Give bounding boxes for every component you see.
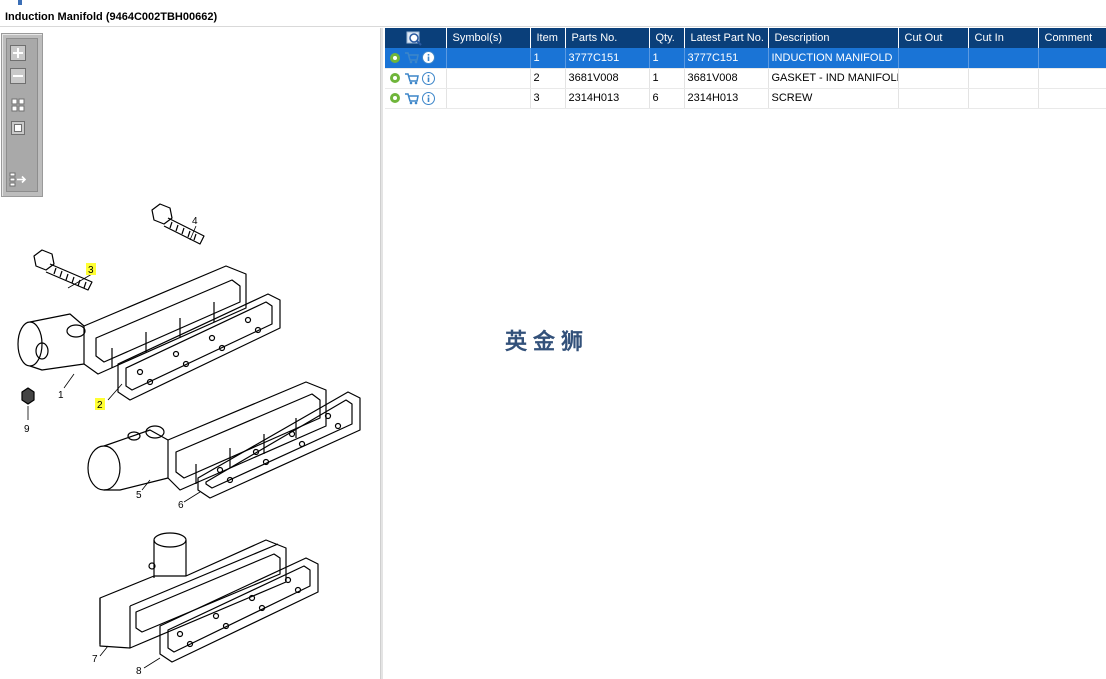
- cell-cut-in: [968, 68, 1039, 89]
- info-icon[interactable]: [422, 71, 435, 85]
- cell-comment: [1038, 48, 1106, 69]
- cell-cut-out: [898, 48, 969, 69]
- manifold-5[interactable]: [87, 381, 327, 491]
- cell-comment: [1038, 88, 1106, 109]
- diagram-panel: 4 3 1 2 9 5 6 7 8: [0, 28, 380, 679]
- col-symbols[interactable]: Symbol(s): [446, 28, 531, 48]
- cell-description: GASKET - IND MANIFOLD: [768, 68, 899, 89]
- cell-item: 1: [530, 48, 566, 69]
- fit-page-button[interactable]: [9, 96, 27, 114]
- cell-latest-part-no: 2314H013: [684, 88, 769, 109]
- cart-icon[interactable]: [404, 51, 419, 64]
- cell-latest-part-no: 3681V008: [684, 68, 769, 89]
- callout-1[interactable]: 1: [58, 390, 64, 401]
- header-search-cell[interactable]: [385, 28, 447, 48]
- info-icon[interactable]: [422, 91, 435, 105]
- window-title: Induction Manifold (9464C002TBH00662): [0, 8, 1106, 27]
- col-latest-part-no[interactable]: Latest Part No.: [684, 28, 769, 48]
- cell-symbols: [446, 68, 531, 89]
- row-icons-cell: [385, 68, 447, 89]
- cell-cut-in: [968, 48, 1039, 69]
- callout-9[interactable]: 9: [24, 424, 30, 435]
- minus-icon: [10, 68, 26, 84]
- cart-icon[interactable]: [404, 92, 419, 105]
- col-item[interactable]: Item: [530, 28, 566, 48]
- zoom-in-button[interactable]: [9, 44, 27, 62]
- cell-parts-no: 3777C151: [565, 48, 650, 69]
- callout-2[interactable]: 2: [97, 400, 103, 411]
- gear-icon[interactable]: [389, 52, 401, 64]
- exploded-parts-diagram[interactable]: 4 3 1 2 9 5 6 7 8: [0, 178, 380, 679]
- manifold-1[interactable]: [17, 265, 247, 375]
- watermark-text: 英金狮: [505, 330, 590, 355]
- gear-icon[interactable]: [389, 92, 401, 104]
- callout-2-highlight: [95, 398, 105, 410]
- callout-5[interactable]: 5: [136, 490, 142, 501]
- cell-symbols: [446, 88, 531, 109]
- cell-symbols: [446, 48, 531, 69]
- zoom-out-button[interactable]: [9, 67, 27, 85]
- cell-qty: 1: [649, 48, 685, 69]
- panel-splitter[interactable]: [380, 28, 383, 679]
- search-icon: [406, 31, 422, 46]
- grid-icon: [11, 98, 25, 112]
- col-qty[interactable]: Qty.: [649, 28, 685, 48]
- callout-3-highlight: [86, 263, 96, 275]
- parts-list-panel: Symbol(s) Item Parts No. Qty. Latest Par…: [383, 28, 1106, 679]
- callout-7[interactable]: 7: [92, 654, 98, 665]
- cell-parts-no: 3681V008: [565, 68, 650, 89]
- cell-item: 3: [530, 88, 566, 109]
- screw-4[interactable]: [151, 203, 205, 245]
- cell-cut-in: [968, 88, 1039, 109]
- col-cut-out[interactable]: Cut Out: [898, 28, 969, 48]
- callout-4[interactable]: 4: [192, 216, 198, 227]
- pin-icon: [18, 0, 22, 5]
- parts-table: Symbol(s) Item Parts No. Qty. Latest Par…: [385, 28, 1106, 109]
- cell-description: INDUCTION MANIFOLD: [768, 48, 899, 69]
- col-description[interactable]: Description: [768, 28, 899, 48]
- table-row[interactable]: 1 3777C151 1 3777C151 INDUCTION MANIFOLD: [385, 48, 1106, 69]
- gasket-6[interactable]: [197, 391, 361, 499]
- plus-icon: [10, 45, 26, 61]
- gear-icon[interactable]: [389, 72, 401, 84]
- screw-3[interactable]: [33, 249, 93, 291]
- manifold-7[interactable]: [99, 532, 287, 649]
- export-button[interactable]: [9, 170, 27, 188]
- table-row[interactable]: 2 3681V008 1 3681V008 GASKET - IND MANIF…: [385, 68, 1106, 89]
- info-icon[interactable]: [422, 51, 435, 65]
- top-strip: [0, 0, 1106, 8]
- cell-cut-out: [898, 68, 969, 89]
- gasket-2[interactable]: [117, 293, 281, 401]
- list-arrow-icon: [9, 172, 27, 187]
- actual-size-button[interactable]: [9, 119, 27, 137]
- callout-6[interactable]: 6: [178, 500, 184, 511]
- toolbar-inner: [6, 38, 38, 192]
- cell-description: SCREW: [768, 88, 899, 109]
- zoom-toolbar: [1, 33, 43, 197]
- cell-qty: 1: [649, 68, 685, 89]
- table-row[interactable]: 3 2314H013 6 2314H013 SCREW: [385, 88, 1106, 109]
- cell-latest-part-no: 3777C151: [684, 48, 769, 69]
- callout-8[interactable]: 8: [136, 666, 142, 677]
- callout-3[interactable]: 3: [88, 265, 94, 276]
- cart-icon[interactable]: [404, 72, 419, 85]
- nut-9[interactable]: [21, 387, 35, 405]
- cell-qty: 6: [649, 88, 685, 109]
- col-parts-no[interactable]: Parts No.: [565, 28, 650, 48]
- cell-parts-no: 2314H013: [565, 88, 650, 109]
- cell-item: 2: [530, 68, 566, 89]
- col-cut-in[interactable]: Cut In: [968, 28, 1039, 48]
- gasket-8[interactable]: [159, 557, 319, 663]
- cell-cut-out: [898, 88, 969, 109]
- cell-comment: [1038, 68, 1106, 89]
- square-icon: [11, 121, 25, 135]
- col-comment[interactable]: Comment: [1038, 28, 1106, 48]
- row-icons-cell: [385, 48, 447, 69]
- row-icons-cell: [385, 88, 447, 109]
- table-header-row: Symbol(s) Item Parts No. Qty. Latest Par…: [385, 28, 1106, 48]
